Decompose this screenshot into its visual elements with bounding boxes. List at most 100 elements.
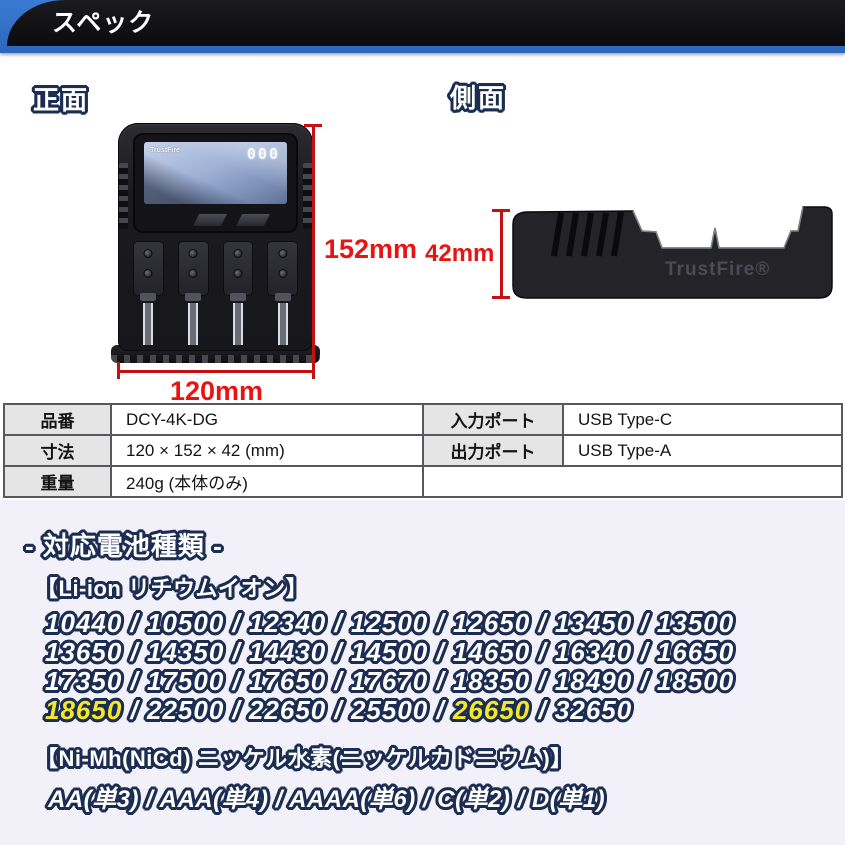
spec-label: 出力ポート: [422, 434, 564, 467]
slot-rail: [230, 303, 245, 345]
slot-rail: [186, 303, 201, 345]
screw-icon: [188, 249, 198, 258]
side-vent-slats: [551, 211, 624, 257]
separator: /: [428, 608, 453, 638]
spec-label: 寸法: [3, 434, 112, 467]
spec-empty-cell: [422, 465, 843, 498]
battery-slot: [220, 241, 257, 345]
separator: /: [510, 786, 532, 813]
slot-rail: [141, 303, 156, 345]
battery-size: 22500: [146, 695, 225, 725]
battery-size: 32650: [554, 695, 633, 725]
spec-label: 入力ポート: [422, 403, 564, 436]
slot-tower: [133, 241, 164, 296]
battery-size: 26650: [452, 695, 531, 725]
separator: /: [122, 666, 147, 696]
front-view-label: 正面: [33, 85, 90, 115]
table-row: 品番 DCY-4K-DG 入力ポート USB Type-C: [3, 403, 843, 436]
slot-tower: [267, 241, 298, 296]
separator: /: [139, 786, 160, 813]
separator: /: [122, 695, 147, 725]
separator: /: [224, 666, 249, 696]
height-dimension-line: [312, 125, 315, 371]
spec-value: DCY-4K-DG: [110, 403, 424, 436]
battery-section-title: - 対応電池種類 -: [25, 531, 223, 561]
lcd-glare: [144, 142, 287, 204]
separator: /: [632, 637, 657, 667]
lcd-panel: TrustFire 000: [133, 133, 298, 233]
width-dimension-label: 120mm: [169, 376, 264, 406]
separator: /: [326, 608, 351, 638]
battery-size: 16340: [554, 637, 633, 667]
screw-icon: [233, 269, 243, 278]
separator: /: [530, 637, 555, 667]
slot-contact: [229, 293, 246, 301]
slot-channel-highlight: [632, 206, 804, 249]
spec-label: 品番: [3, 403, 112, 436]
nimh-size: AAA(単4): [159, 786, 269, 813]
battery-size: 18650: [45, 695, 123, 725]
battery-size: 18500: [656, 666, 735, 696]
dimension-cap: [492, 296, 510, 299]
slot-contact: [274, 293, 291, 301]
side-vent-fins-right: [303, 163, 312, 229]
separator: /: [428, 695, 453, 725]
dimension-cap: [492, 209, 510, 212]
battery-size: 12340: [248, 608, 327, 638]
battery-size: 17350: [45, 666, 123, 696]
battery-section: - 対応電池種類 - 【Li-ion リチウムイオン】 10440 / 1050…: [0, 500, 845, 845]
separator: /: [326, 666, 351, 696]
screw-icon: [233, 249, 243, 258]
battery-size: 14650: [452, 637, 531, 667]
slot-contact: [140, 293, 157, 301]
table-row: 重量 240g (本体のみ): [3, 465, 843, 498]
battery-size: 14350: [146, 637, 225, 667]
table-row: 寸法 120 × 152 × 42 (mm) 出力ポート USB Type-A: [3, 434, 843, 467]
battery-size: 13450: [554, 608, 633, 638]
screw-icon: [143, 249, 153, 258]
nimh-heading: 【Ni-Mh(NiCd) ニッケル水素(ニッケルカドニウム)】: [36, 746, 573, 771]
battery-size: 18490: [554, 666, 633, 696]
battery-slot: [175, 241, 212, 345]
separator: /: [224, 608, 249, 638]
spec-value: USB Type-C: [562, 403, 843, 436]
spec-table: 品番 DCY-4K-DG 入力ポート USB Type-C 寸法 120 × 1…: [3, 403, 843, 498]
liion-battery-lines: 10440 / 10500 / 12340 / 12500 / 12650 / …: [45, 609, 734, 725]
width-dimension-line: [117, 370, 315, 373]
separator: /: [326, 695, 351, 725]
battery-size: 17650: [248, 666, 327, 696]
height-dimension-label: 152mm: [324, 234, 418, 264]
battery-size: 18350: [452, 666, 531, 696]
battery-slot: [130, 241, 167, 345]
dimension-cap: [117, 362, 120, 379]
separator: /: [268, 786, 290, 813]
battery-size: 10500: [146, 608, 225, 638]
battery-size: 13500: [656, 608, 735, 638]
separator: /: [224, 695, 249, 725]
battery-size-line: 10440 / 10500 / 12340 / 12500 / 12650 / …: [45, 609, 734, 638]
separator: /: [632, 608, 657, 638]
spec-label: 重量: [3, 465, 112, 498]
separator: /: [632, 666, 657, 696]
dimension-cap: [312, 362, 315, 379]
screw-icon: [188, 269, 198, 278]
separator: /: [428, 637, 453, 667]
separator: /: [224, 637, 249, 667]
depth-dimension-line: [500, 210, 503, 298]
battery-slot: [264, 241, 301, 345]
screw-icon: [143, 269, 153, 278]
front-charger-image: TrustFire 000: [111, 123, 320, 363]
battery-size: 12500: [350, 608, 429, 638]
liion-heading: 【Li-ion リチウムイオン】: [36, 576, 308, 601]
battery-size: 14430: [248, 637, 327, 667]
header-bar: スペック: [0, 0, 845, 53]
depth-dimension-label: 42mm: [425, 240, 495, 267]
dimension-cap: [304, 124, 322, 127]
side-charger-image: TrustFire®: [512, 206, 833, 299]
battery-size-line: 17350 / 17500 / 17650 / 17670 / 18350 / …: [45, 667, 734, 696]
separator: /: [530, 695, 555, 725]
battery-size: 13650: [45, 637, 123, 667]
separator: /: [530, 608, 555, 638]
side-vent-fins-left: [119, 163, 128, 229]
